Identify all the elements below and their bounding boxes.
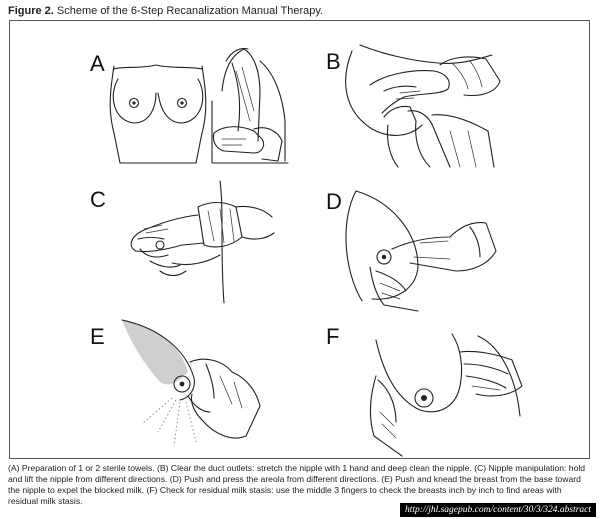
figure-caption: (A) Preparation of 1 or 2 sterile towels… [8, 463, 586, 506]
panel-a-letter: A [90, 51, 105, 76]
panel-d: D [300, 171, 590, 316]
source-url-link[interactable]: http://jhl.sagepub.com/content/30/3/324.… [399, 503, 596, 517]
areola-press-illustration [345, 190, 497, 312]
nipple-manipulation-illustration [130, 180, 275, 304]
panel-c: C [10, 171, 300, 316]
panel-d-letter: D [326, 189, 342, 214]
duct-outlet-clearing-illustration [345, 44, 501, 168]
residual-stasis-check-illustration [369, 333, 523, 457]
panel-e-letter: E [90, 324, 105, 349]
figure-frame: A B [9, 20, 590, 459]
panel-f: F [300, 316, 590, 460]
panel-e: E [10, 316, 300, 460]
panel-a: A [10, 21, 300, 171]
figure-title: Figure 2. Scheme of the 6-Step Recanaliz… [8, 4, 323, 18]
panel-b-letter: B [326, 49, 341, 74]
breast-knead-illustration [121, 319, 261, 447]
figure-title-text: Scheme of the 6-Step Recanalization Manu… [56, 5, 324, 17]
figure-label: Figure 2. [8, 5, 54, 17]
panel-b: B [300, 21, 590, 171]
breast-preparation-illustration [109, 47, 289, 164]
panel-f-letter: F [326, 324, 340, 349]
panel-c-letter: C [90, 187, 106, 212]
